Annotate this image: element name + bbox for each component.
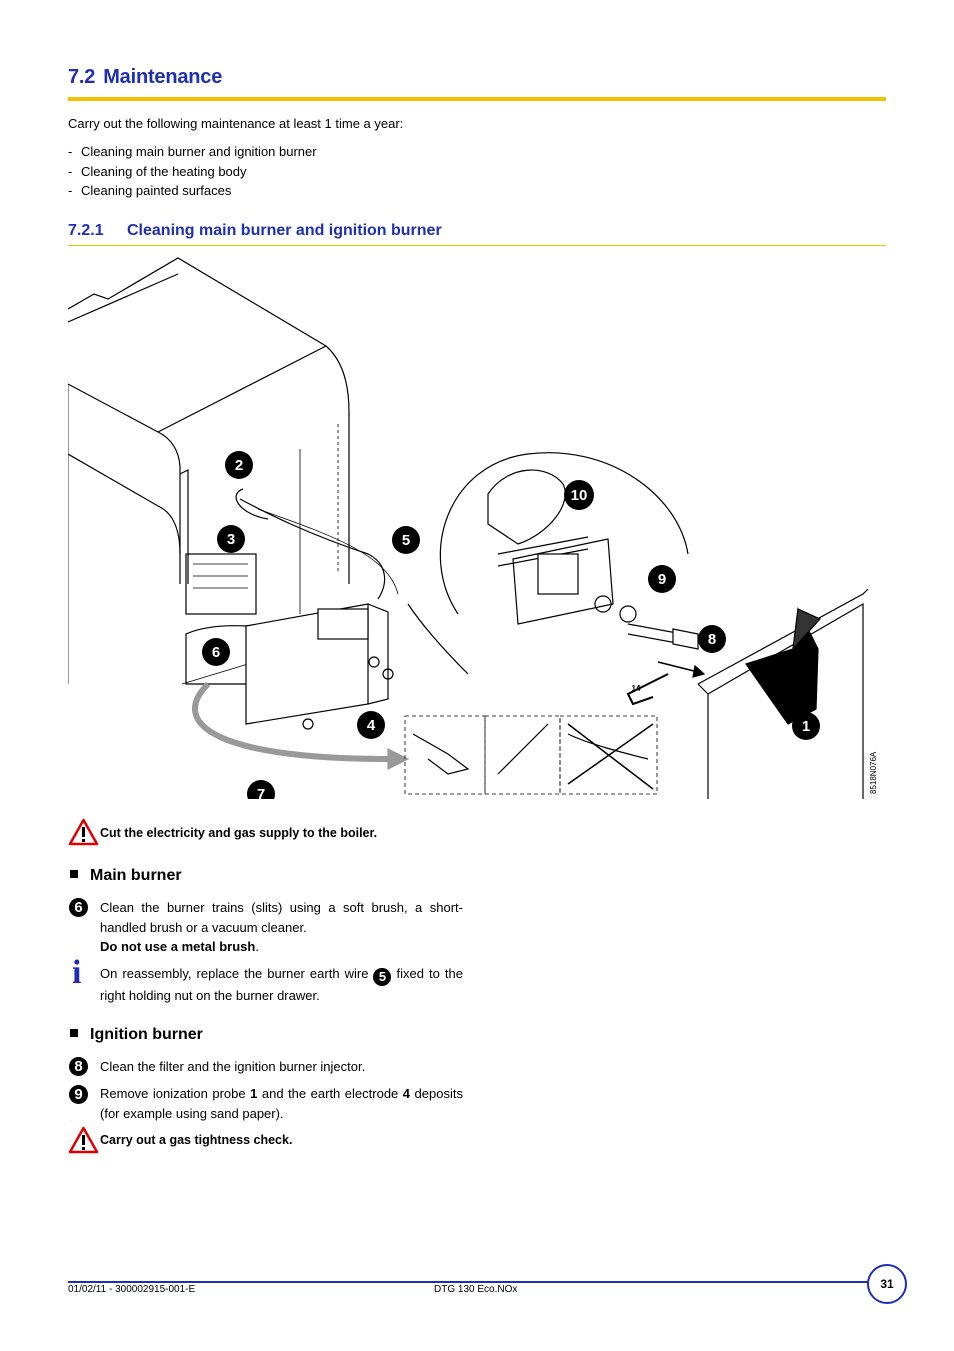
callout-8: 8 <box>708 631 716 648</box>
ignition-burner-heading: Ignition burner <box>68 1026 203 1044</box>
step-bold-end: . <box>255 939 259 954</box>
ignition-step-9: Remove ionization probe 1 and the earth … <box>100 1084 463 1123</box>
main-burner-title: Main burner <box>90 867 182 884</box>
warning-triangle-icon <box>68 1126 99 1154</box>
main-burner-heading: Main burner <box>68 867 182 885</box>
callout-5: 5 <box>402 532 410 549</box>
ref-number-5: 5 <box>373 968 392 986</box>
info-text-pre: On reassembly, replace the burner earth … <box>100 966 369 981</box>
subsection-title: Cleaning main burner and ignition burner <box>127 222 442 239</box>
section-heading: 7.2 Maintenance <box>68 66 222 89</box>
callout-7: 7 <box>257 786 265 799</box>
warning-text: Cut the electricity and gas supply to th… <box>100 826 378 840</box>
page-number: 31 <box>867 1264 907 1304</box>
step-text: Clean the burner trains (slits) using a … <box>100 900 463 935</box>
list-item: Cleaning painted surfaces <box>68 181 317 201</box>
ignition-step-8: Clean the filter and the ignition burner… <box>100 1059 366 1074</box>
heading-rule <box>68 97 886 101</box>
callout-2: 2 <box>235 457 243 474</box>
square-bullet-icon <box>70 870 78 878</box>
step-number-6: 6 <box>69 898 88 917</box>
section-title: Maintenance <box>103 66 223 88</box>
info-icon: i <box>72 954 82 991</box>
callout-3: 3 <box>227 531 235 548</box>
callout-4: 4 <box>367 717 376 734</box>
step9-ref-4: 4 <box>402 1086 411 1101</box>
info-text-post: fixed to the right holding nut on the bu… <box>100 966 463 1003</box>
callout-10: 10 <box>571 487 588 504</box>
step-number-8: 8 <box>69 1057 88 1076</box>
step9-pre: Remove ionization probe <box>100 1086 246 1101</box>
square-bullet-icon <box>70 1029 78 1037</box>
figure-code: 8518N076A <box>869 751 878 794</box>
burner-maintenance-illustration: 2 3 5 6 4 7 10 9 8 1 14 8518N076A <box>68 257 878 799</box>
step9-post: deposits (for example using sand paper). <box>100 1086 463 1121</box>
step9-ref-1: 1 <box>250 1086 258 1101</box>
footer-product: DTG 130 Eco.NOx <box>434 1284 518 1295</box>
subsection-heading: 7.2.1 Cleaning main burner and ignition b… <box>68 222 442 240</box>
step-bold-note: Do not use a metal brush <box>100 939 256 954</box>
subsection-number: 7.2.1 <box>68 222 104 239</box>
main-burner-info: On reassembly, replace the burner earth … <box>100 964 463 1006</box>
callout-6: 6 <box>212 644 220 661</box>
subsection-rule <box>68 245 886 246</box>
callout-1: 1 <box>802 718 810 735</box>
intro-text: Carry out the following maintenance at l… <box>68 116 404 131</box>
list-item: Cleaning main burner and ignition burner <box>68 142 317 162</box>
warning-text: Carry out a gas tightness check. <box>100 1133 293 1147</box>
callout-9: 9 <box>658 571 666 588</box>
ignition-burner-title: Ignition burner <box>90 1026 203 1043</box>
section-number: 7.2 <box>68 66 96 88</box>
wrench-size-label: 14 <box>632 684 641 693</box>
task-list: Cleaning main burner and ignition burner… <box>68 142 317 201</box>
step9-mid: and the earth electrode <box>261 1086 399 1101</box>
list-item: Cleaning of the heating body <box>68 162 317 182</box>
footer-doc-ref: 01/02/11 - 300002915-001-E <box>68 1284 196 1295</box>
footer-rule <box>68 1281 868 1283</box>
warning-triangle-icon <box>68 818 99 846</box>
main-burner-step: Clean the burner trains (slits) using a … <box>100 898 463 957</box>
step-number-9: 9 <box>69 1085 88 1104</box>
